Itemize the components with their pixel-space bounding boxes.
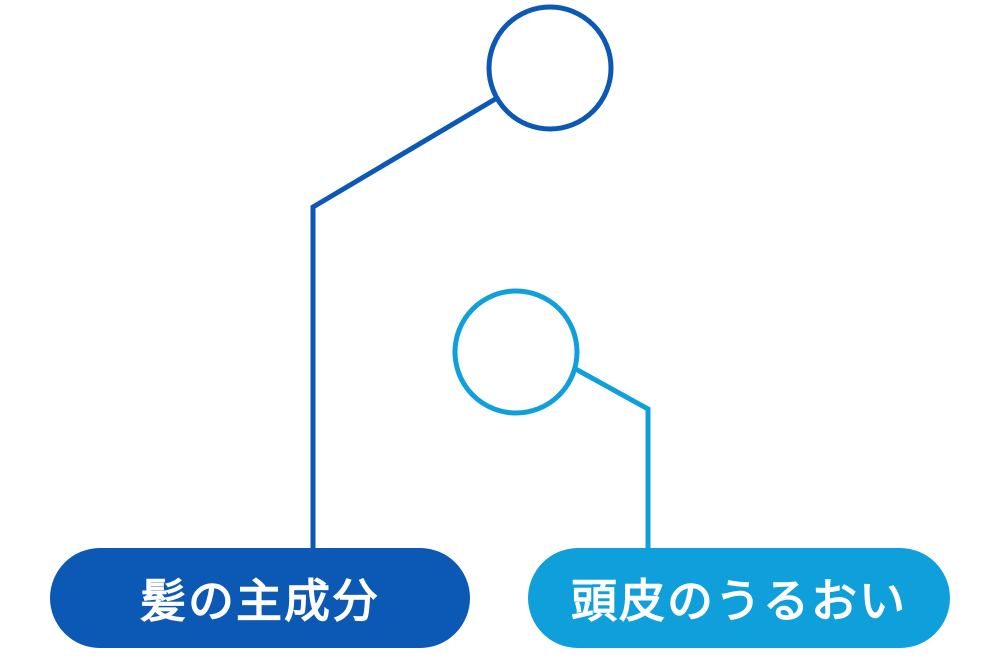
scalp-connector-line [570,364,651,550]
hair-connector-line [310,95,499,550]
hair-label-text: 髪の主成分 [140,574,380,628]
hair-main-component-label: 髪の主成分 [50,548,470,648]
scalp-moisture-label: 頭皮のうるおい [528,548,950,648]
hair-marker-circle [486,4,614,132]
scalp-marker-circle [452,288,580,416]
scalp-label-text: 頭皮のうるおい [571,574,907,628]
